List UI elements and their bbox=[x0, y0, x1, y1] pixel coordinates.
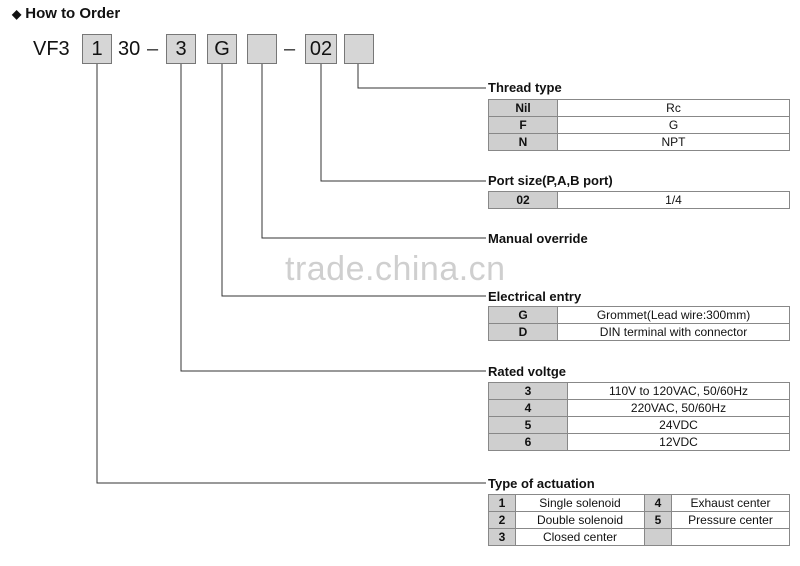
table-value: 110V to 120VAC, 50/60Hz bbox=[567, 382, 790, 400]
table-value: 1/4 bbox=[557, 191, 790, 209]
code-dash-2: – bbox=[284, 38, 296, 60]
code-prefix: VF3 bbox=[33, 38, 70, 60]
table-value: 24VDC bbox=[567, 416, 790, 434]
code-mid: 30 bbox=[118, 38, 141, 60]
table-key: 02 bbox=[488, 191, 558, 209]
table-value: DIN terminal with connector bbox=[557, 323, 790, 341]
table-key: Nil bbox=[488, 99, 558, 117]
leader-port bbox=[320, 64, 486, 182]
table-value: Single solenoid bbox=[515, 494, 645, 512]
table-value: 220VAC, 50/60Hz bbox=[567, 399, 790, 417]
table-value: Exhaust center bbox=[671, 494, 790, 512]
table-value: 12VDC bbox=[567, 433, 790, 451]
table-row: 3 Closed center bbox=[488, 528, 790, 546]
table-key: 2 bbox=[488, 511, 516, 529]
table-value: Double solenoid bbox=[515, 511, 645, 529]
table-key: 3 bbox=[488, 382, 568, 400]
table-key: 5 bbox=[488, 416, 568, 434]
rated-voltage-title: Rated voltge bbox=[488, 364, 567, 379]
table-value: NPT bbox=[557, 133, 790, 151]
diamond-bullet-icon: ◆ bbox=[12, 7, 22, 21]
table-value: G bbox=[557, 116, 790, 134]
table-key: F bbox=[488, 116, 558, 134]
table-value: Rc bbox=[557, 99, 790, 117]
table-key-empty bbox=[644, 528, 672, 546]
table-key: 6 bbox=[488, 433, 568, 451]
how-to-order-heading: ◆How to Order bbox=[12, 5, 120, 22]
leader-electrical bbox=[221, 64, 486, 297]
table-key: G bbox=[488, 306, 558, 324]
table-row: 1 Single solenoid 4 Exhaust center bbox=[488, 494, 790, 512]
code-dash-1: – bbox=[147, 38, 159, 60]
table-key: 1 bbox=[488, 494, 516, 512]
leader-thread bbox=[357, 64, 486, 89]
code-box-thread bbox=[344, 34, 374, 64]
table-key: 5 bbox=[644, 511, 672, 529]
leader-actuation bbox=[96, 64, 486, 484]
thread-type-title: Thread type bbox=[488, 80, 562, 95]
table-key: D bbox=[488, 323, 558, 341]
table-value: Pressure center bbox=[671, 511, 790, 529]
leader-voltage bbox=[180, 64, 486, 372]
table-value: Closed center bbox=[515, 528, 645, 546]
actuation-title: Type of actuation bbox=[488, 476, 595, 491]
code-box-actuation: 1 bbox=[82, 34, 112, 64]
table-row: 2 Double solenoid 5 Pressure center bbox=[488, 511, 790, 529]
actuation-table: 1 Single solenoid 4 Exhaust center 2 Dou… bbox=[488, 494, 790, 546]
code-box-electrical: G bbox=[207, 34, 237, 64]
table-key: 3 bbox=[488, 528, 516, 546]
leader-manual bbox=[261, 64, 486, 239]
code-box-manual bbox=[247, 34, 277, 64]
code-box-port: 02 bbox=[305, 34, 337, 64]
table-key: N bbox=[488, 133, 558, 151]
table-value-empty bbox=[671, 528, 790, 546]
table-key: 4 bbox=[644, 494, 672, 512]
watermark: trade.china.cn bbox=[285, 250, 506, 288]
heading-text: How to Order bbox=[25, 5, 121, 22]
manual-override-title: Manual override bbox=[488, 231, 588, 246]
table-value: Grommet(Lead wire:300mm) bbox=[557, 306, 790, 324]
electrical-entry-title: Electrical entry bbox=[488, 289, 582, 304]
port-size-title: Port size(P,A,B port) bbox=[488, 173, 613, 188]
code-box-voltage: 3 bbox=[166, 34, 196, 64]
table-key: 4 bbox=[488, 399, 568, 417]
